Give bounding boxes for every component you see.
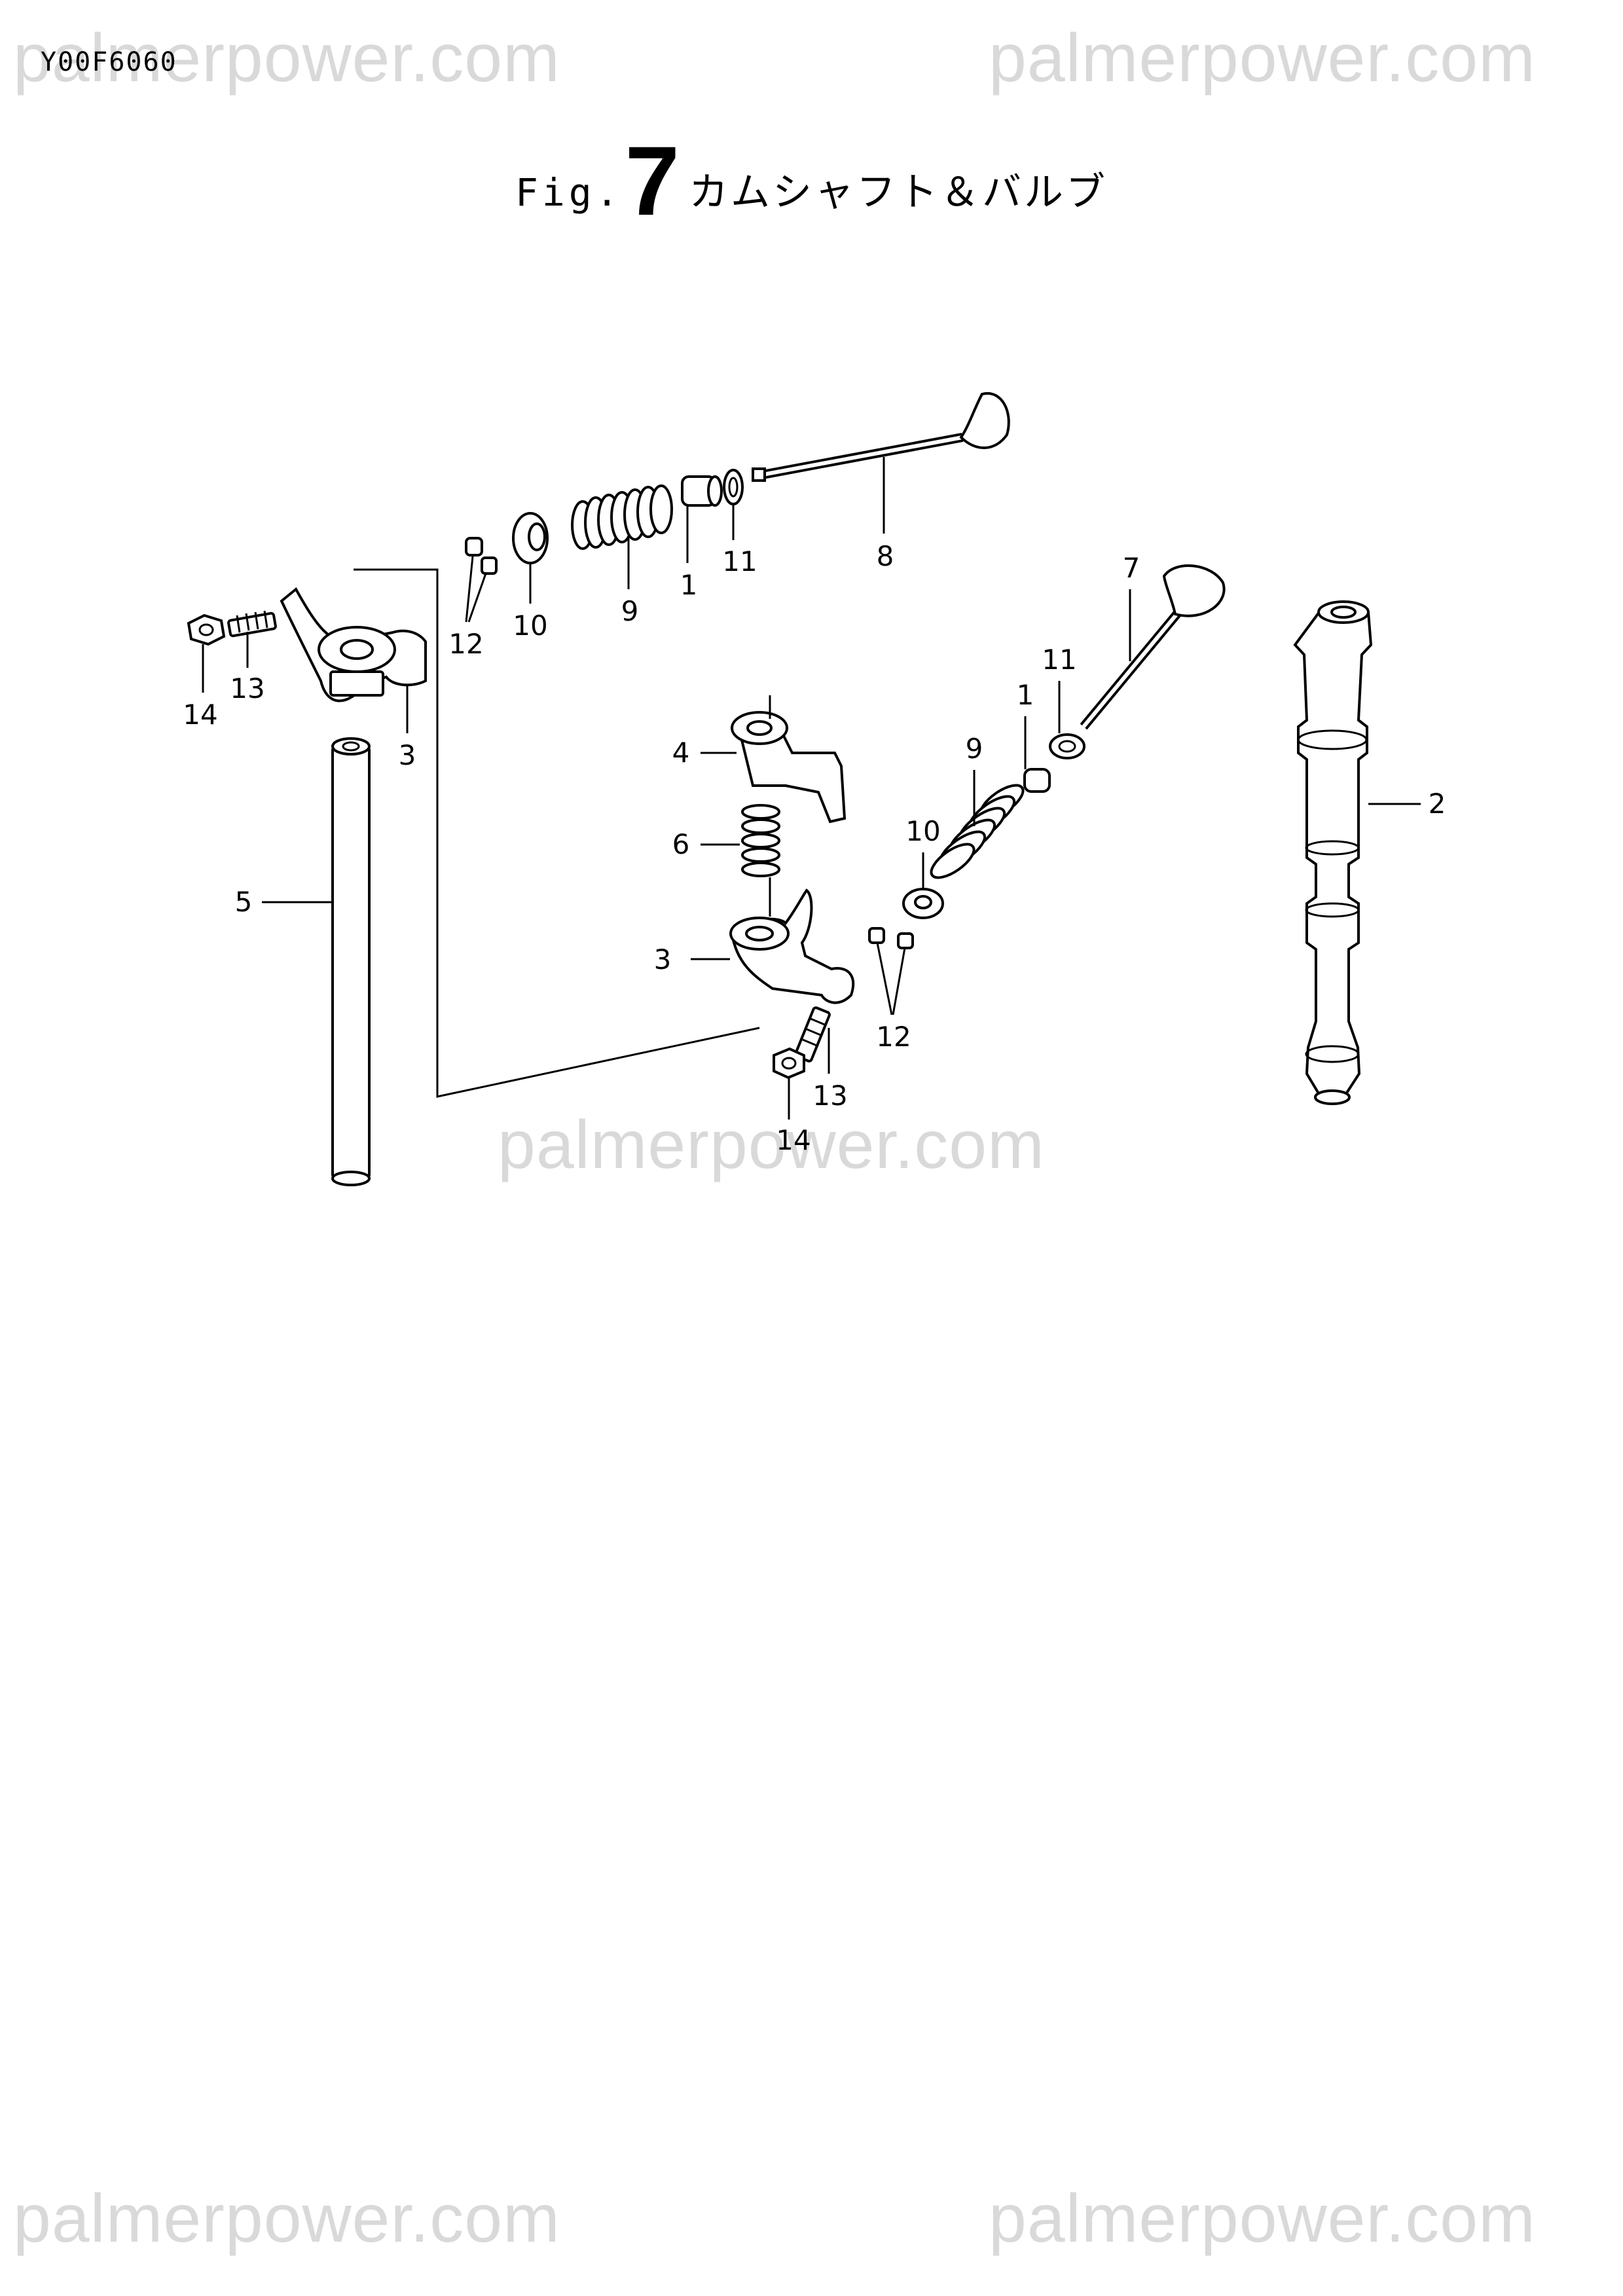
- callout-2: 2: [1429, 788, 1446, 820]
- watermark-top-left: palmerpower.com: [13, 20, 560, 96]
- valve-spring-9-lower: [930, 784, 1025, 879]
- valve-cotter-12a: [465, 537, 483, 556]
- watermark-bottom-left: palmerpower.com: [13, 2181, 560, 2257]
- callout-13: 13: [230, 672, 264, 704]
- valve-cotter-12c: [868, 927, 885, 944]
- watermark-bottom-right: palmerpower.com: [989, 2181, 1536, 2257]
- callout-6: 6: [672, 828, 690, 860]
- leader-12a1: [465, 556, 474, 623]
- leader-12a2: [467, 573, 487, 623]
- callout-9: 9: [621, 595, 639, 627]
- rocker-arm-3-lower: [729, 888, 855, 1004]
- valve-guide-1-lower: [1023, 768, 1051, 793]
- valve-7: [1080, 564, 1226, 730]
- rocker-arm-3-upper: [280, 587, 427, 702]
- valve-cotter-12b: [481, 556, 498, 575]
- rocker-arm-4: [731, 711, 847, 824]
- callout-14: 14: [183, 699, 217, 731]
- callout-3: 3: [399, 739, 416, 771]
- callout-14: 14: [776, 1124, 811, 1156]
- callout-3: 3: [654, 943, 672, 975]
- figure-number: 7: [625, 126, 680, 236]
- callout-10: 10: [513, 610, 547, 642]
- leader-12b1: [876, 942, 893, 1015]
- adjusting-screw-13-upper: [227, 610, 277, 638]
- adjusting-screw-13-lower: [794, 1006, 831, 1063]
- valve-spring-9: [571, 484, 673, 550]
- valve-seal-11-lower: [1049, 733, 1085, 759]
- rocker-spring-6: [741, 804, 780, 877]
- callout-12: 12: [876, 1021, 911, 1053]
- callout-12: 12: [448, 628, 483, 660]
- callout-5: 5: [235, 886, 253, 918]
- watermark-top-right: palmerpower.com: [989, 20, 1536, 96]
- callout-7: 7: [1123, 552, 1140, 584]
- camshaft-2: [1293, 600, 1373, 1105]
- assembly-bracket-line: [354, 568, 760, 1098]
- callout-10: 10: [905, 815, 940, 847]
- callout-1: 1: [1017, 679, 1034, 711]
- callout-13: 13: [812, 1080, 847, 1112]
- lock-nut-14-upper: [187, 613, 226, 646]
- callout-1: 1: [680, 569, 698, 601]
- rocker-shaft-5: [331, 737, 371, 1186]
- callout-8: 8: [877, 540, 894, 572]
- valve-8: [752, 392, 1010, 482]
- figure-prefix: Fig.: [515, 170, 623, 215]
- valve-seal-11: [723, 469, 744, 505]
- watermark-center: palmerpower.com: [498, 1107, 1045, 1183]
- callout-11: 11: [1042, 644, 1076, 676]
- spring-retainer-10: [512, 512, 549, 564]
- figure-name: カムシャフト＆バルブ: [689, 170, 1108, 215]
- valve-seal-11-inner: [728, 477, 739, 498]
- callout-4: 4: [672, 737, 690, 769]
- valve-guide-1: [681, 475, 723, 507]
- document-id: Y00F6060: [41, 47, 177, 77]
- leader-12b2: [892, 947, 906, 1015]
- callout-11: 11: [722, 545, 757, 577]
- valve-cotter-12d: [897, 932, 914, 949]
- spring-retainer-10-lower: [902, 888, 944, 919]
- callout-9: 9: [966, 733, 983, 765]
- lock-nut-14-lower: [773, 1047, 805, 1080]
